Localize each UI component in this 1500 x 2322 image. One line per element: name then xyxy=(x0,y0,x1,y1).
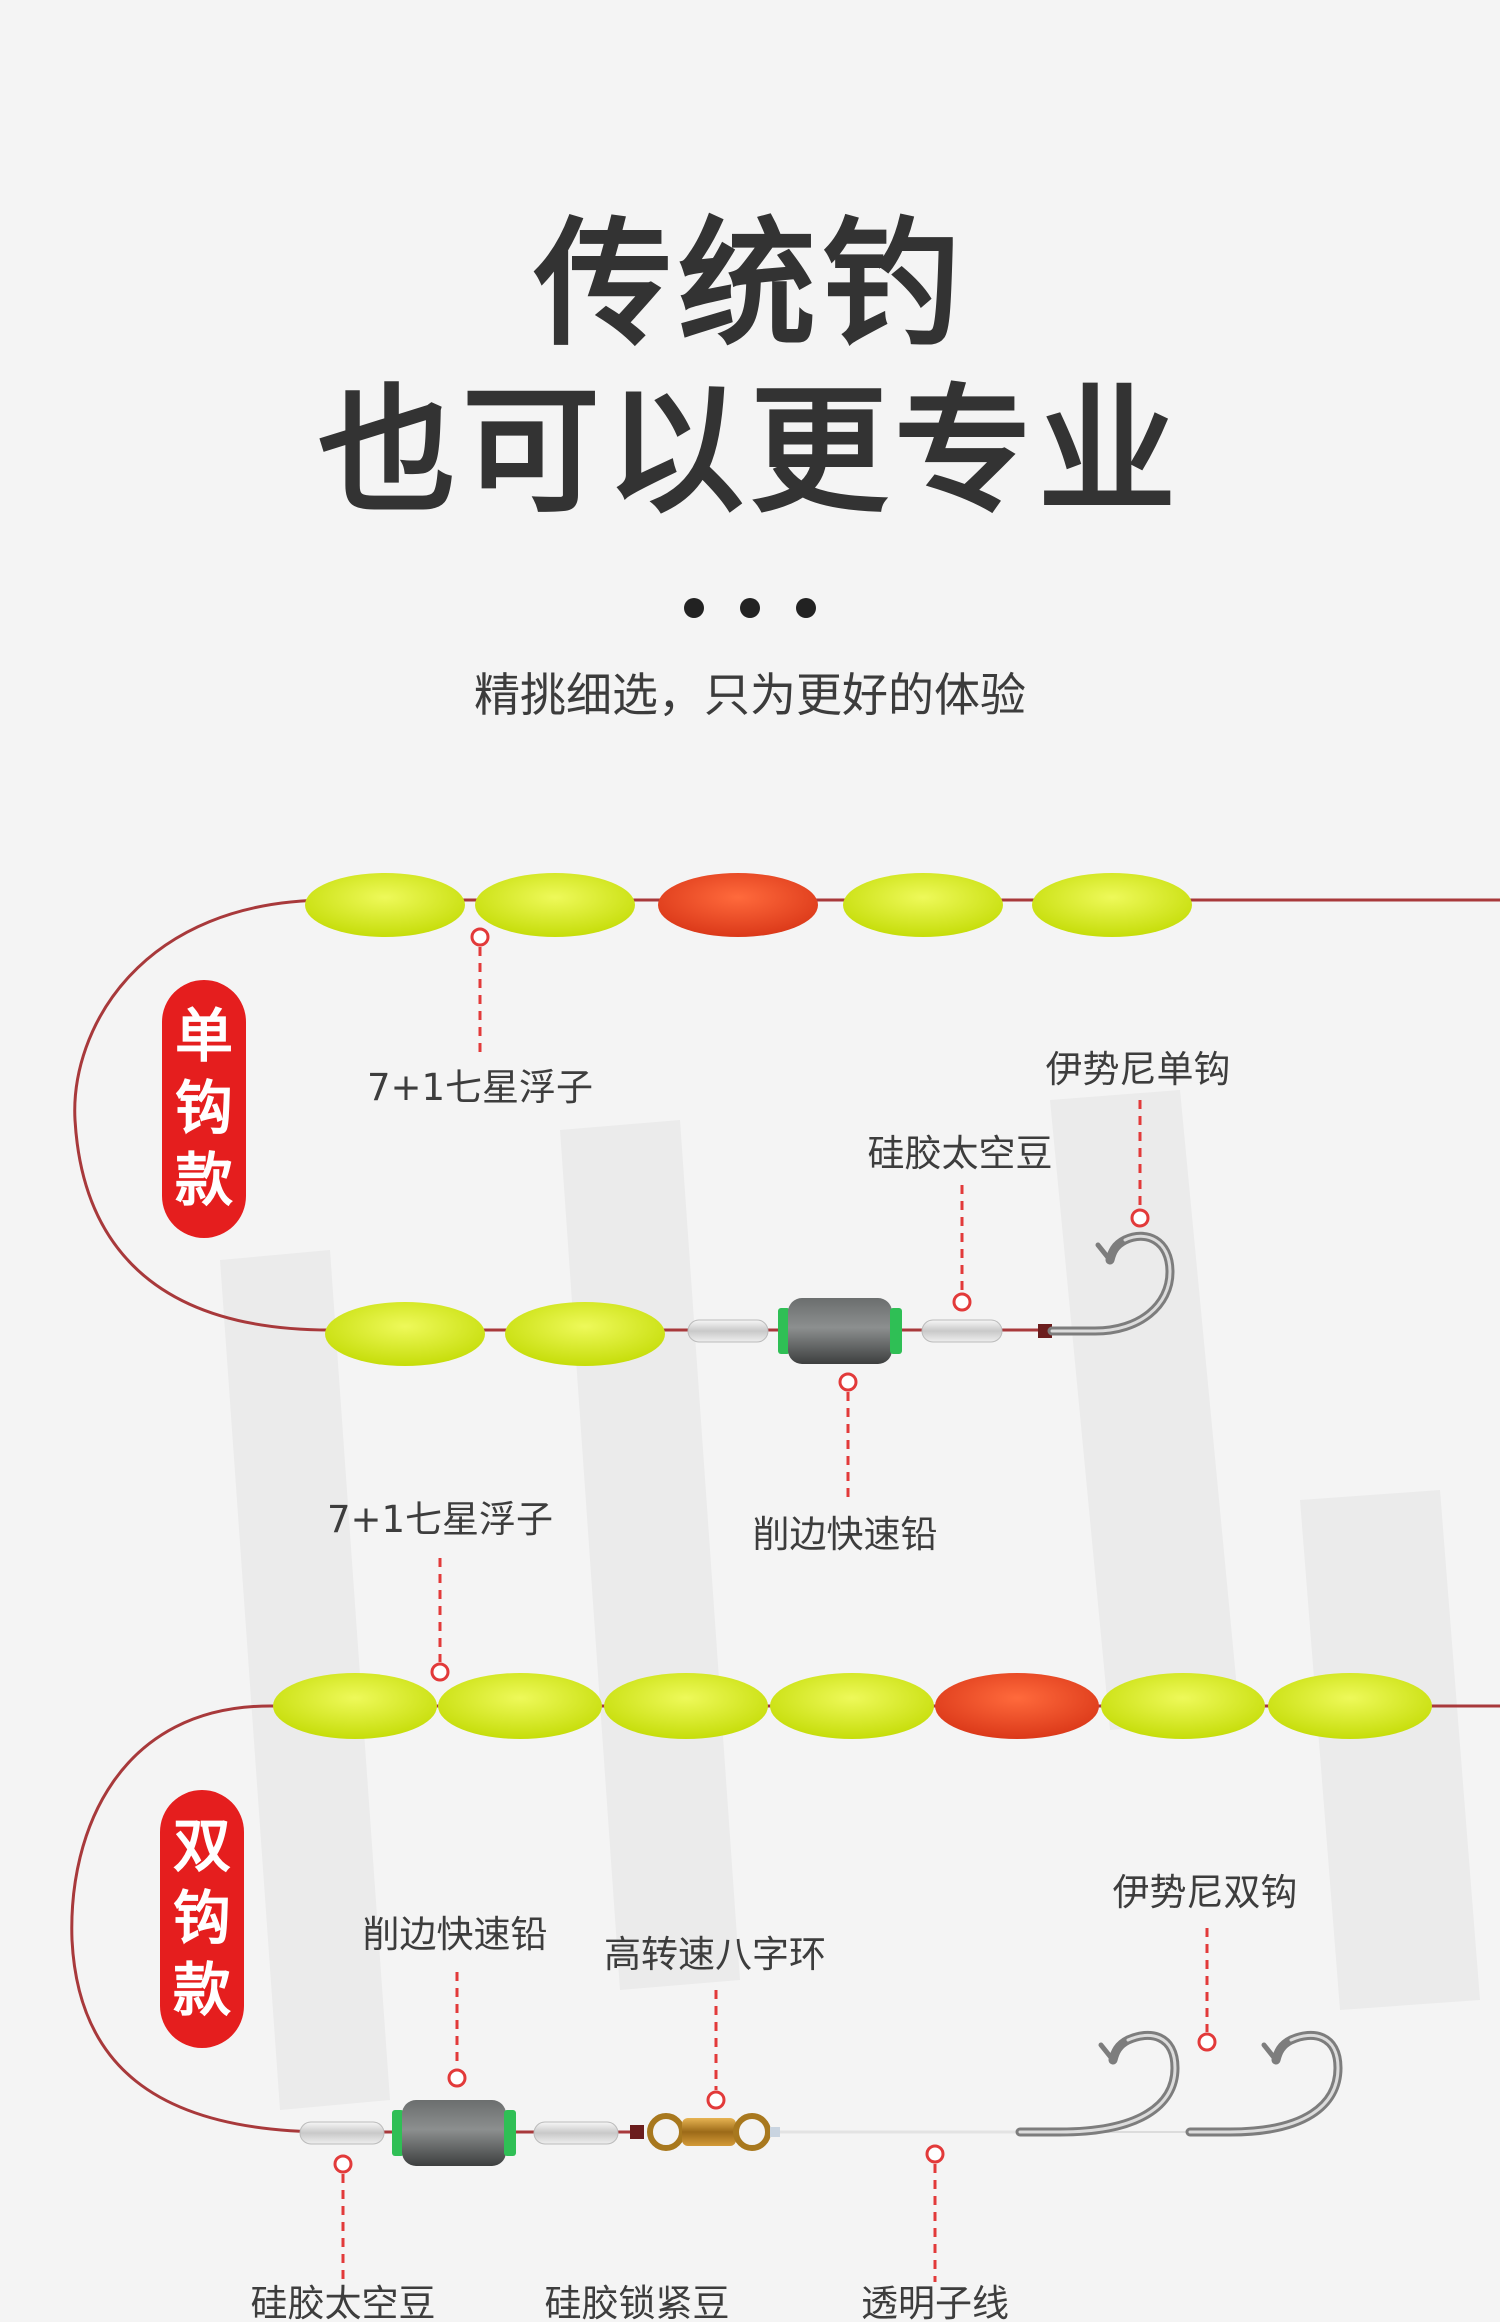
label-sinker: 削边快速铅 xyxy=(753,1513,938,1556)
floats-bottom xyxy=(325,1302,665,1366)
label-hook: 伊势尼单钩 xyxy=(1046,1048,1231,1091)
main-line-double xyxy=(70,1704,1500,2134)
single-hook-badge: 单 钩 款 xyxy=(162,980,246,1238)
main-line xyxy=(73,898,1500,1332)
marker-hook xyxy=(1130,1100,1150,1228)
double-hook-badge: 双 钩 款 xyxy=(160,1790,244,2048)
label-lock-bean: 硅胶锁紧豆 xyxy=(545,2282,730,2322)
badge-char-2: 钩 xyxy=(173,1884,231,1952)
badge-char-1: 双 xyxy=(173,1812,231,1880)
marker-space-bean-double xyxy=(333,2154,353,2282)
background-watermark xyxy=(220,1090,1480,2110)
decorative-dots xyxy=(684,598,816,618)
label-floats-double: 7+1七星浮子 xyxy=(327,1498,553,1541)
double-hooks xyxy=(1015,2030,1343,2137)
swivel xyxy=(647,2113,780,2151)
title-line-2: 也可以更专业 xyxy=(317,371,1182,532)
badge-char-2: 钩 xyxy=(175,1074,233,1142)
lock-bean xyxy=(533,2121,619,2145)
label-leader: 透明子线 xyxy=(861,2282,1009,2322)
marker-hooks xyxy=(1197,1928,1217,2052)
label-hooks: 伊势尼双钩 xyxy=(1113,1871,1298,1914)
badge-char-1: 单 xyxy=(175,1002,233,1070)
label-space-bean-double: 硅胶太空豆 xyxy=(251,2282,436,2322)
single-hook-rig: 7+1七星浮子 伊势尼单钩 硅胶太空豆 削边快速铅 单 xyxy=(73,873,1500,1556)
floats-double xyxy=(273,1673,1432,1739)
badge-char-3: 款 xyxy=(173,1956,231,2024)
floats-top xyxy=(305,873,1192,937)
label-sinker-double: 削边快速铅 xyxy=(363,1913,548,1956)
badge-char-3: 款 xyxy=(175,1146,233,1214)
space-bean-double xyxy=(299,2121,385,2145)
space-bean-left xyxy=(687,1319,769,1343)
title-line-1: 传统钓 xyxy=(533,204,966,365)
subtitle: 精挑细选，只为更好的体验 xyxy=(474,668,1026,722)
label-swivel: 高转速八字环 xyxy=(604,1933,826,1976)
space-bean-right xyxy=(921,1319,1003,1343)
marker-sinker xyxy=(838,1372,858,1500)
marker-floats-double xyxy=(430,1558,450,1682)
sinker-double xyxy=(392,2100,516,2166)
label-space-bean: 硅胶太空豆 xyxy=(868,1132,1053,1175)
marker-leader xyxy=(925,2144,945,2282)
marker-swivel xyxy=(706,1990,726,2110)
sinker xyxy=(778,1298,902,1364)
double-hook-rig: 削边快速铅 高转速八字环 伊势尼双钩 硅胶太空豆 硅胶锁紧豆 xyxy=(70,1558,1500,2322)
marker-floats xyxy=(470,927,490,1055)
marker-sinker-double xyxy=(447,1972,467,2088)
label-floats: 7+1七星浮子 xyxy=(367,1066,593,1109)
marker-space-bean xyxy=(952,1185,972,1312)
single-hook xyxy=(1047,1231,1175,1336)
